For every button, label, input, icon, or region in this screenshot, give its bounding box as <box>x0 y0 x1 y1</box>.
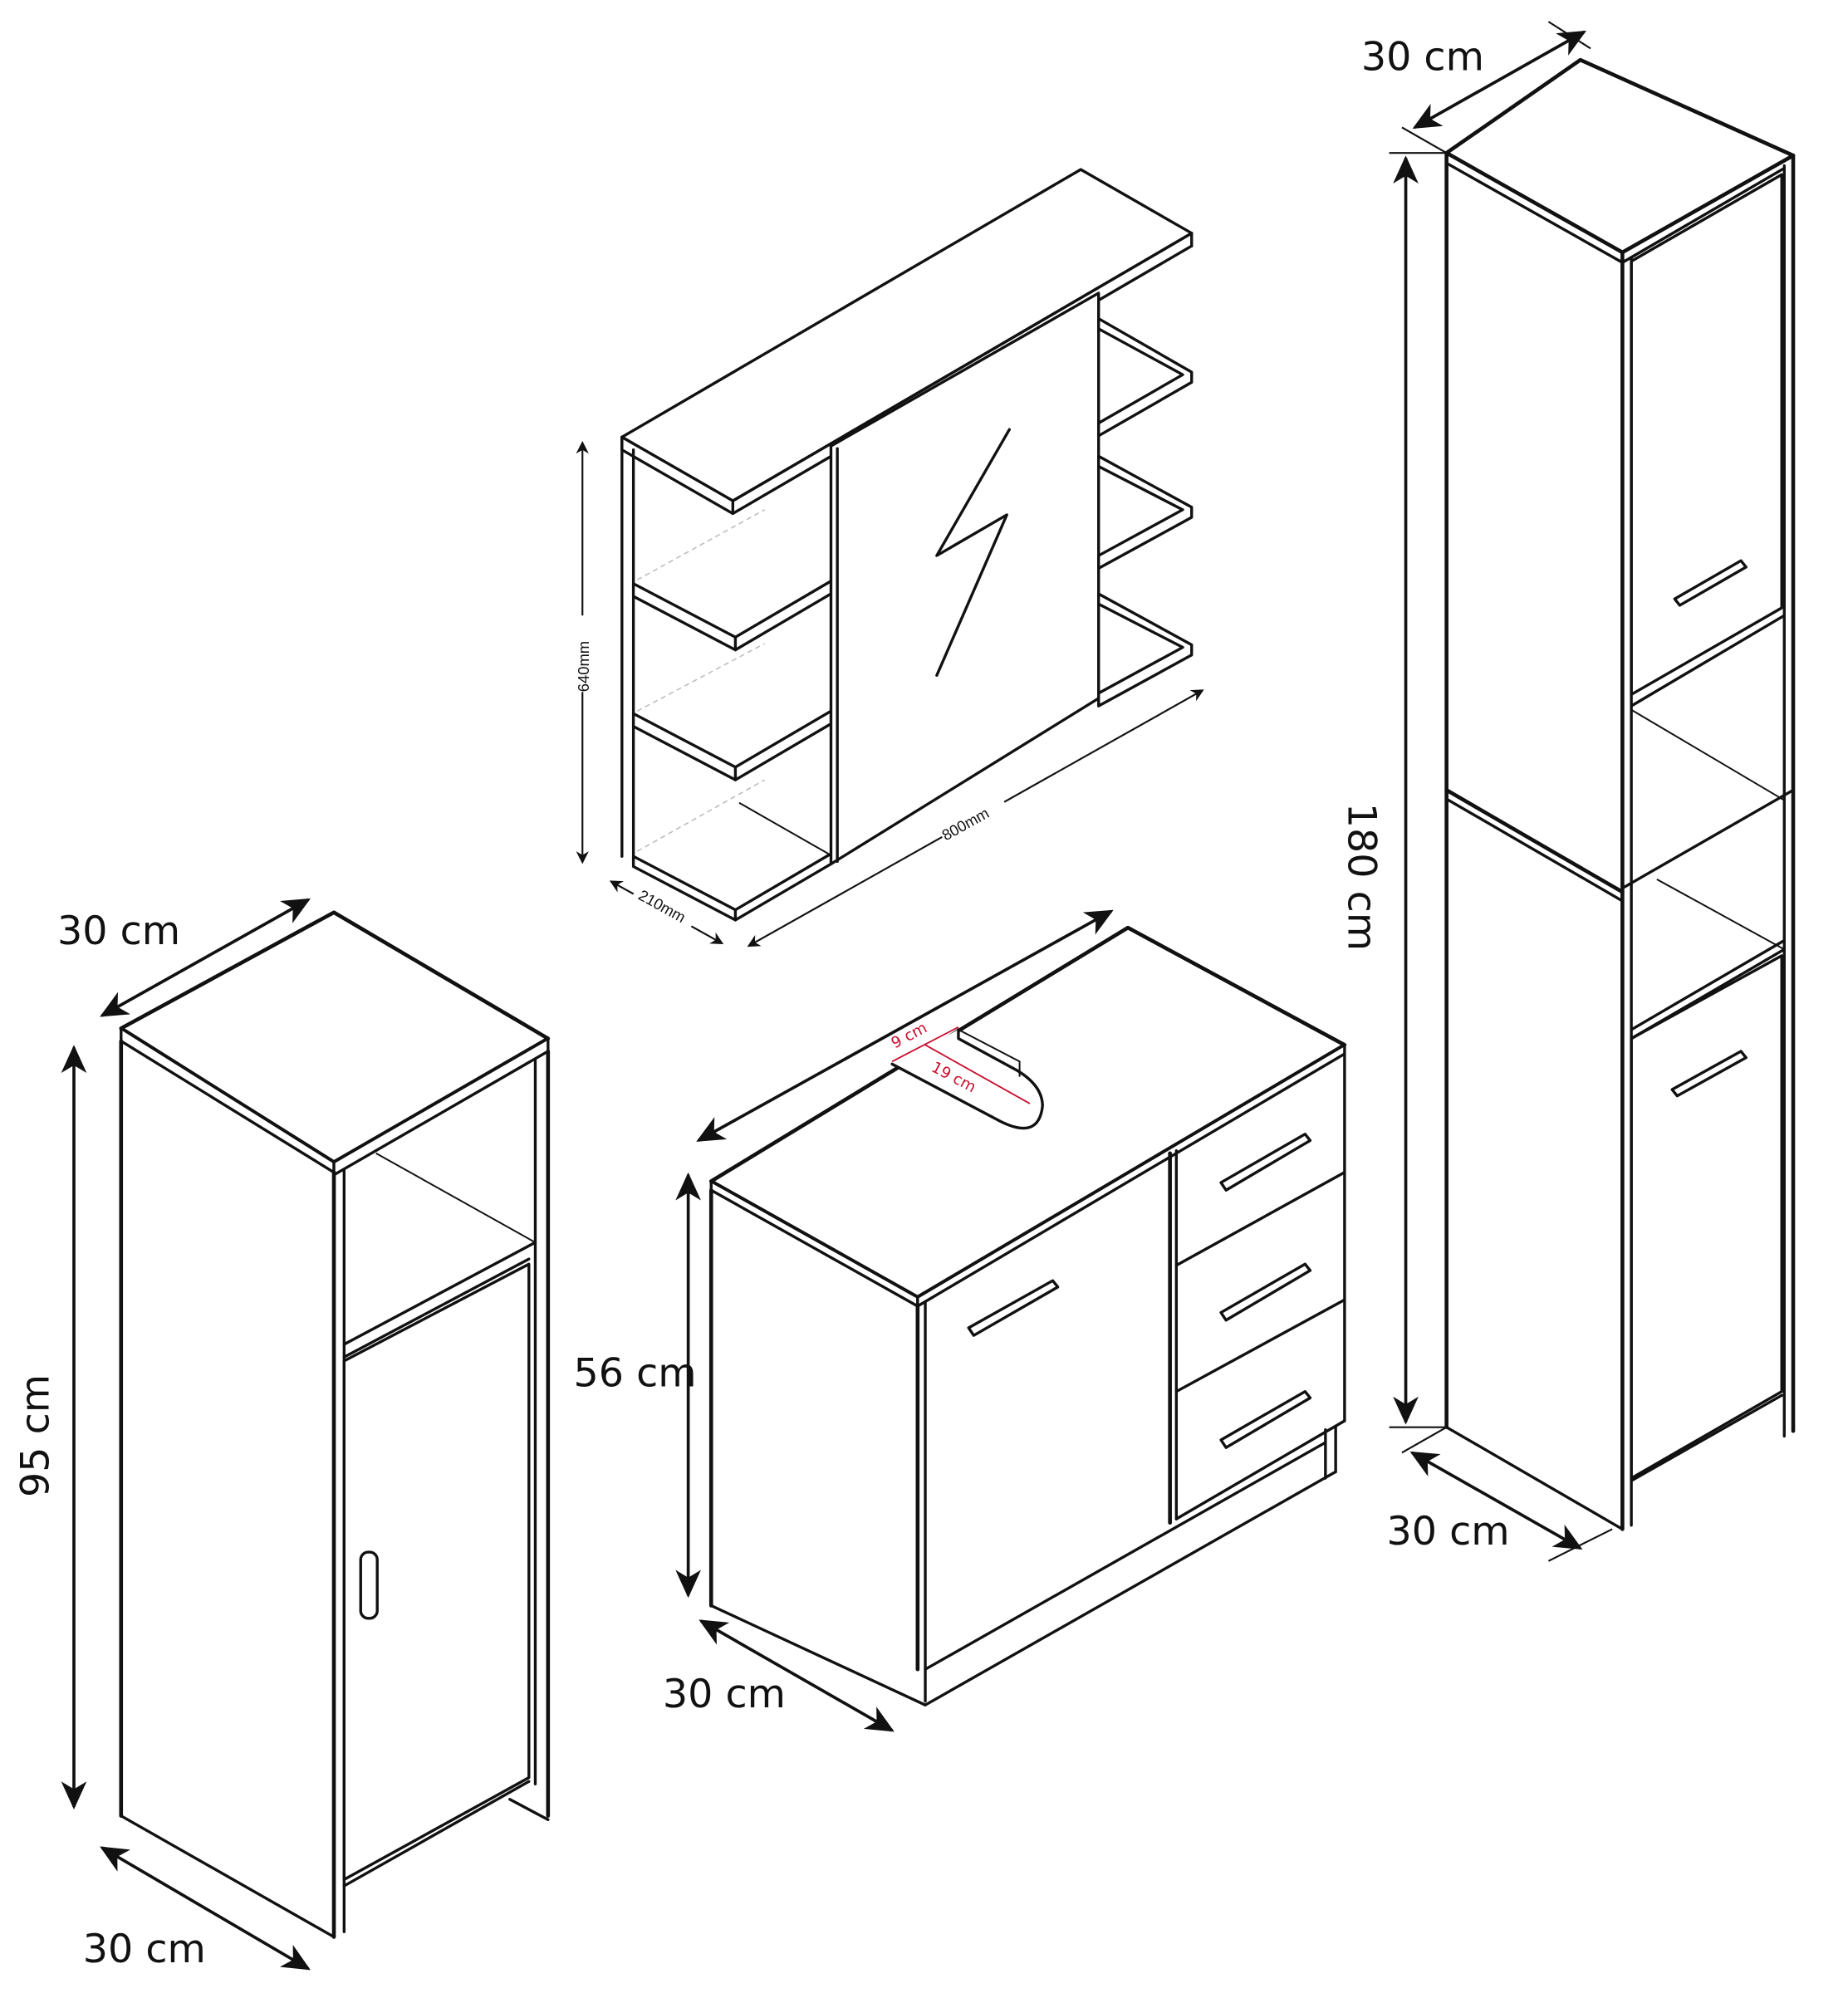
small-height-label: 95 cm <box>12 1374 58 1497</box>
drawer-handle-icon <box>1219 1133 1312 1192</box>
vanity-depth-label: 30 cm <box>663 1672 786 1717</box>
tall-height-label: 180 cm <box>1338 803 1384 951</box>
tall-bottom-depth-label: 30 cm <box>1387 1509 1510 1555</box>
small-cabinet-handle-icon <box>359 1550 379 1620</box>
drawer-handle-icon <box>1219 1262 1312 1322</box>
tall-top-depth-label: 30 cm <box>1361 34 1484 80</box>
drawer-handle-icon <box>1219 1390 1312 1449</box>
vanity-unit: 9 cm 19 cm 56 cm 30 cm <box>571 909 1347 1732</box>
small-cabinet: 30 cm 95 cm 30 cm <box>10 898 551 1972</box>
vanity-height-label: 56 cm <box>574 1351 697 1397</box>
small-top-depth-label: 30 cm <box>57 908 180 954</box>
mirror-height-label: 640mm <box>575 641 592 692</box>
tall-cabinet: 30 cm 180 cm 30 cm <box>1338 21 1796 1562</box>
small-bottom-depth-label: 30 cm <box>83 1927 206 1972</box>
door-handle-icon <box>967 1279 1060 1337</box>
lightning-bolt-icon <box>935 428 1011 677</box>
mirror-cabinet: 640mm 210mm 800mm <box>571 168 1204 948</box>
